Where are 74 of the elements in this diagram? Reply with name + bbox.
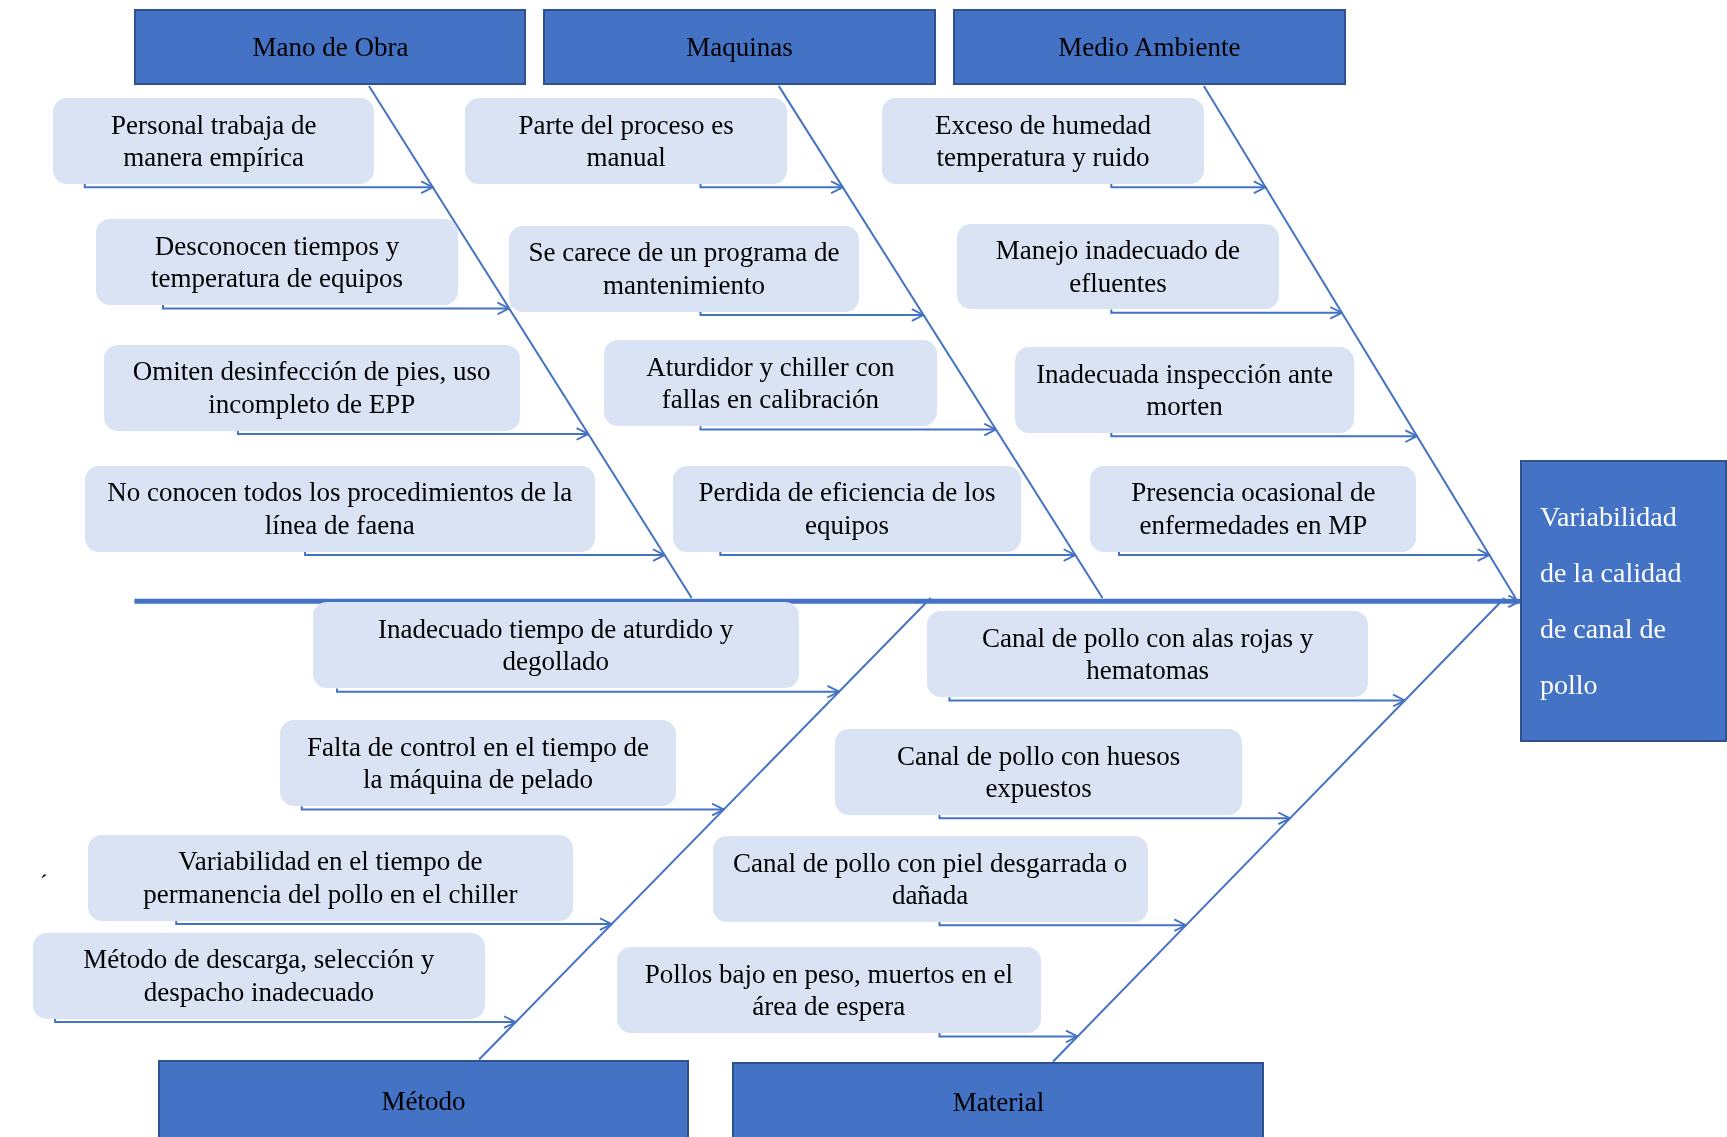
cause-box bbox=[957, 223, 1279, 310]
cause-box bbox=[312, 602, 799, 689]
cause-box bbox=[603, 340, 938, 427]
category-label: Material bbox=[952, 1085, 1045, 1119]
arrow bbox=[719, 548, 1077, 562]
cause-box bbox=[882, 98, 1204, 184]
arrow bbox=[162, 301, 511, 316]
arrow bbox=[699, 308, 925, 322]
cause-box bbox=[1015, 346, 1354, 433]
cause-box bbox=[672, 465, 1021, 552]
cause-text: No conocen todos los procedimientos de la línea de faena bbox=[106, 476, 574, 542]
cause-text: Falta de control en el tiempo de la máquina de pelado bbox=[306, 730, 650, 796]
cause-box bbox=[84, 465, 595, 552]
accent-mark: ´ bbox=[39, 870, 48, 898]
effect-box bbox=[1519, 460, 1727, 743]
cause-text: Canal de pollo con piel desgarrada o dañada bbox=[731, 846, 1129, 912]
arrow bbox=[304, 548, 666, 562]
cause-text: Canal de pollo con huesos expuestos bbox=[895, 739, 1182, 805]
arrow bbox=[699, 180, 844, 194]
category-label: Medio Ambiente bbox=[1058, 30, 1241, 63]
arrow bbox=[938, 811, 1291, 826]
cause-text: Omiten desinfección de pies, uso incompleto de EPP bbox=[131, 355, 492, 421]
cause-box bbox=[712, 835, 1148, 922]
cause-text: Variabilidad en el tiempo de permanencia del pollo en el chiller bbox=[142, 845, 519, 911]
arrow bbox=[336, 684, 841, 699]
cause-text: Desconocen tiempos y temperatura de equipos bbox=[150, 229, 404, 295]
cause-text: Parte del proceso es manual bbox=[517, 108, 735, 174]
category-label: Maquinas bbox=[686, 30, 793, 63]
category-box bbox=[952, 8, 1346, 85]
cause-text: Exceso de humedad temperatura y ruido bbox=[934, 108, 1152, 174]
arrow bbox=[83, 180, 434, 194]
cause-box bbox=[927, 611, 1368, 698]
arrow bbox=[1110, 180, 1267, 194]
arrow bbox=[948, 693, 1406, 708]
cause-box bbox=[52, 98, 375, 184]
category-box bbox=[134, 8, 527, 85]
arrow bbox=[54, 1015, 517, 1029]
arrow bbox=[300, 802, 725, 817]
cause-text: Inadecuada inspección ante morten bbox=[1035, 357, 1334, 423]
cause-box bbox=[508, 225, 860, 312]
cause-box bbox=[95, 219, 459, 306]
cause-box bbox=[279, 720, 677, 807]
cause-box bbox=[1090, 465, 1417, 552]
cause-box bbox=[616, 947, 1041, 1034]
arrow bbox=[1118, 548, 1491, 562]
cause-box bbox=[88, 834, 573, 921]
cause-text: Método de descarga, selección y despacho inadecuado bbox=[82, 943, 436, 1009]
arrow bbox=[938, 1029, 1079, 1044]
arrow bbox=[1110, 429, 1418, 443]
cause-text: Se carece de un programa de mantenimiento bbox=[527, 236, 841, 302]
arrow bbox=[175, 917, 613, 931]
cause-text: Personal trabaja de manera empírica bbox=[109, 108, 318, 174]
spine-arrow bbox=[134, 594, 1521, 609]
cause-text: Presencia ocasional de enfermedades en MP bbox=[1130, 476, 1377, 542]
cause-box bbox=[103, 344, 520, 431]
arrow bbox=[1110, 306, 1343, 320]
arrow bbox=[938, 918, 1187, 932]
cause-text: Perdida de eficiencia de los equipos bbox=[697, 476, 997, 542]
category-box bbox=[732, 1061, 1265, 1137]
category-label: Mano de Obra bbox=[252, 30, 409, 63]
cause-box bbox=[33, 932, 485, 1019]
arrow bbox=[236, 427, 590, 441]
category-box bbox=[543, 8, 937, 85]
cause-text: Canal de pollo con alas rojas y hematomas bbox=[980, 621, 1315, 687]
category-label: Método bbox=[381, 1084, 466, 1118]
cause-text: Manejo inadecuado de efluentes bbox=[994, 234, 1242, 299]
cause-text: Pollos bajo en peso, muertos en el área de espera bbox=[643, 957, 1014, 1023]
cause-box bbox=[464, 98, 788, 184]
arrow bbox=[699, 422, 997, 437]
category-box bbox=[157, 1059, 690, 1137]
effect-text: Variabilidad de la calidad de canal de pollo bbox=[1539, 500, 1683, 703]
cause-text: Aturdidor y chiller con fallas en calibración bbox=[645, 350, 896, 416]
cause-text: Inadecuado tiempo de aturdido y degollado bbox=[376, 613, 735, 678]
cause-box bbox=[834, 729, 1243, 816]
